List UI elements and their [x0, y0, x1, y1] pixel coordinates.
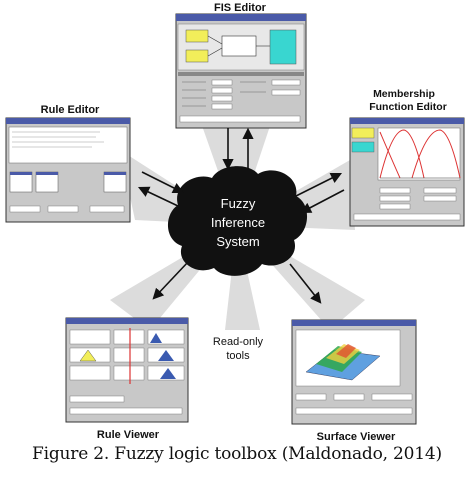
membership-label-line2: Function Editor — [369, 101, 447, 113]
rule-viewer-window[interactable] — [65, 317, 189, 423]
read-only-line1: Read-only — [213, 336, 264, 348]
rule-editor-window[interactable] — [5, 117, 131, 223]
surface-viewer-window[interactable] — [291, 319, 417, 425]
arrow-center-to-surface-viewer — [289, 263, 322, 304]
arrow-center-to-rule-viewer — [152, 261, 189, 300]
membership-label-line1: Membership — [373, 88, 435, 100]
center-line3: System — [216, 234, 259, 249]
surface-viewer-label: Surface Viewer — [317, 431, 396, 443]
arrow-membership-to-center — [300, 189, 345, 214]
fis-editor-label: FIS Editor — [214, 2, 267, 14]
arrow-center-to-rule-editor — [137, 186, 179, 207]
fuzzy-inference-cloud — [167, 166, 308, 276]
figure-caption: Figure 2. Fuzzy logic toolbox (Maldonado… — [32, 444, 442, 464]
read-only-line2: tools — [226, 350, 250, 362]
rule-editor-label: Rule Editor — [41, 104, 100, 116]
fis-editor-window[interactable] — [175, 13, 307, 129]
center-line2: Inference — [211, 215, 265, 230]
arrow-center-to-membership — [295, 172, 343, 197]
membership-function-editor-window[interactable] — [349, 117, 465, 227]
rule-viewer-label: Rule Viewer — [97, 429, 160, 441]
arrows — [137, 127, 345, 304]
arrow-rule-editor-to-center — [141, 171, 185, 194]
center-line1: Fuzzy — [221, 196, 256, 211]
